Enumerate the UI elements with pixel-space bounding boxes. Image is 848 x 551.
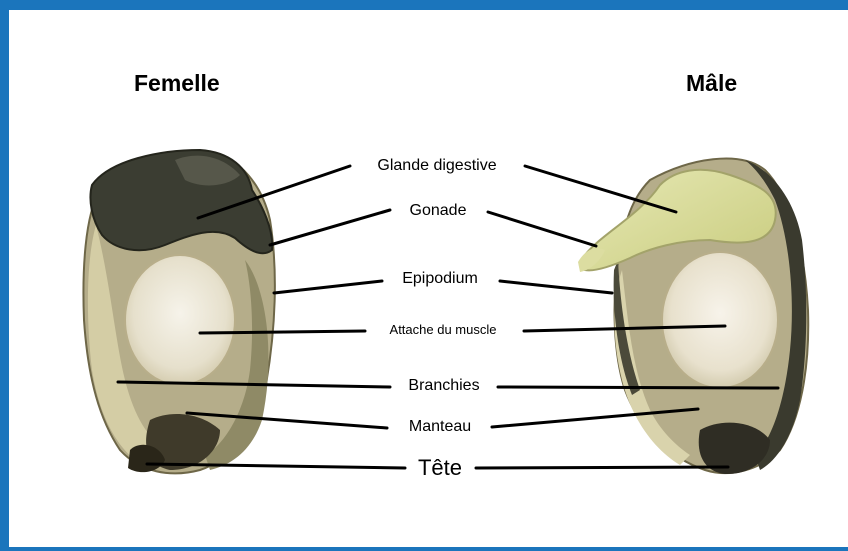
label-branchies: Branchies (408, 378, 479, 394)
line-gonade-male (488, 212, 596, 246)
title-female: Femelle (134, 70, 220, 97)
title-male: Mâle (686, 70, 737, 97)
label-epipodium: Epipodium (402, 271, 478, 287)
label-manteau: Manteau (409, 419, 471, 435)
line-branchies-male (498, 387, 778, 388)
label-gonade: Gonade (410, 203, 467, 219)
line-epipodium-male (500, 281, 612, 293)
label-glande-digestive: Glande digestive (377, 158, 496, 174)
line-epipodium-female (274, 281, 382, 293)
label-attache-du-muscle: Attache du muscle (390, 323, 497, 336)
label-tete: Tête (418, 457, 462, 479)
line-tete-male (476, 467, 728, 468)
female-specimen (83, 150, 274, 473)
line-gonade-female (270, 210, 390, 245)
male-specimen (578, 159, 808, 475)
line-attache-female (200, 331, 365, 333)
